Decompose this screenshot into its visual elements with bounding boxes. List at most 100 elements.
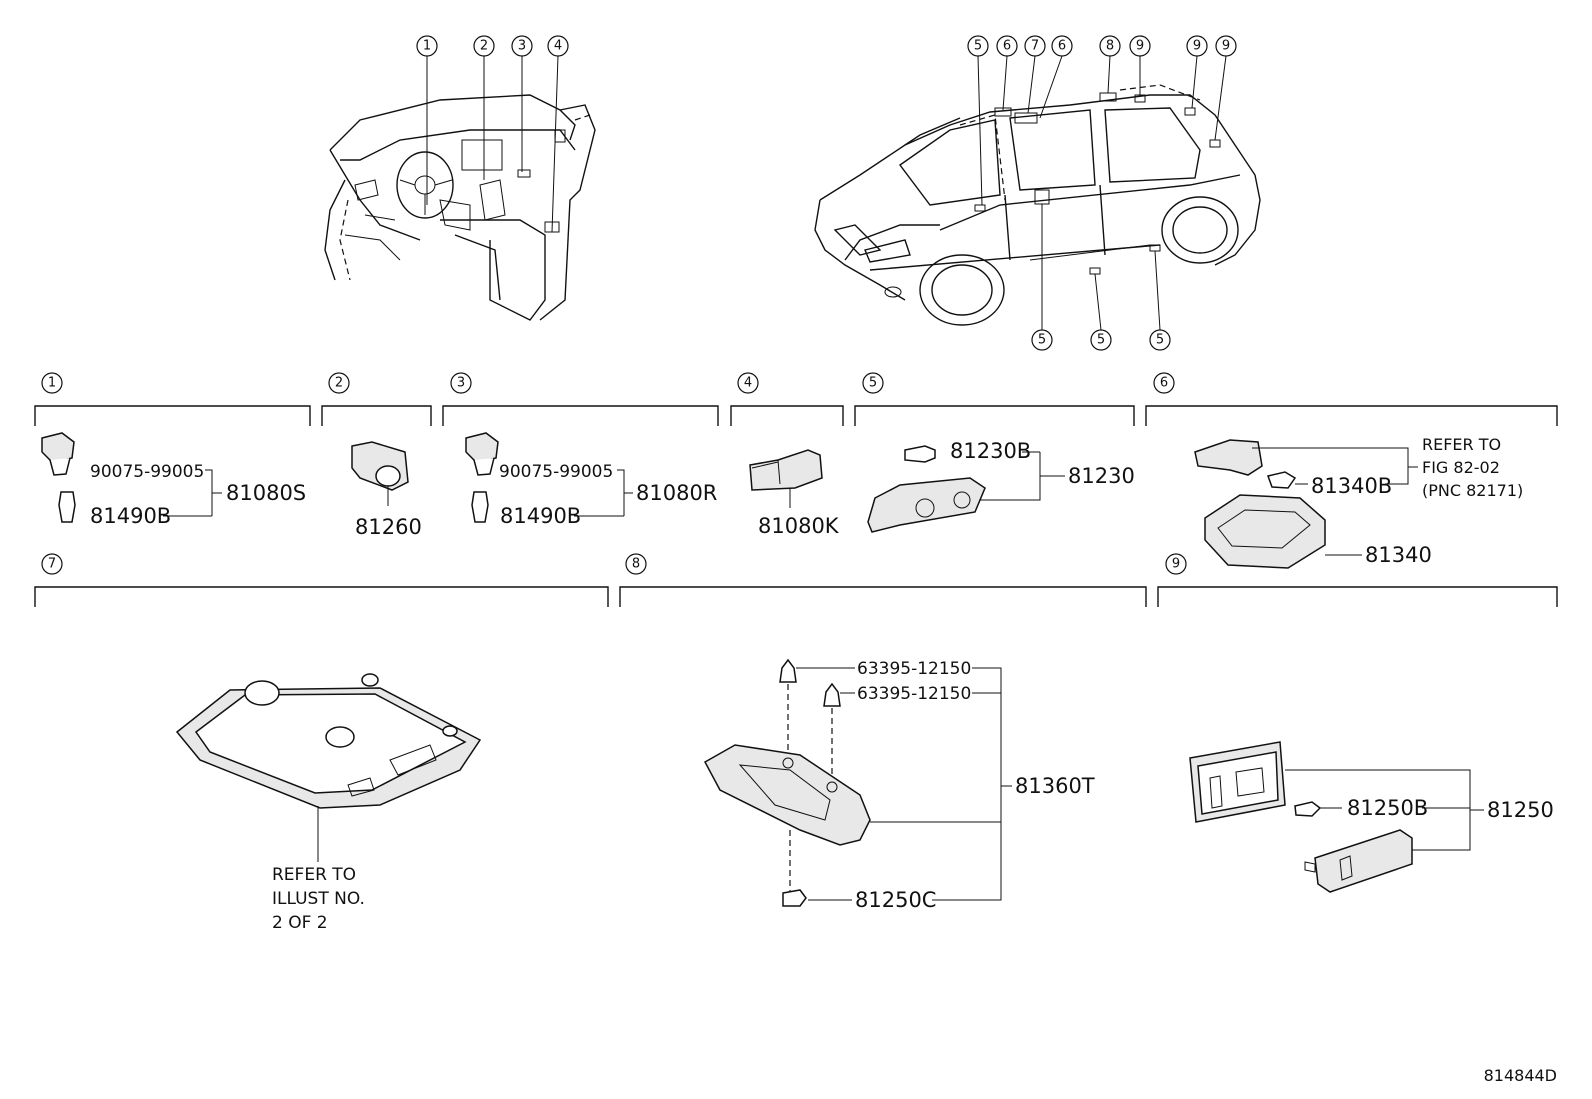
callout-circle: 2 bbox=[473, 35, 495, 57]
clip-icon bbox=[823, 682, 841, 707]
svg-text:6: 6 bbox=[1160, 376, 1168, 391]
section-number-8: 8 bbox=[625, 553, 647, 575]
courtesy-lamp-icon bbox=[867, 477, 986, 533]
section-3-parts: 90075-99005 81490B 81080R bbox=[465, 432, 717, 528]
section-1-parts: 90075-99005 81490B 81080S bbox=[41, 432, 306, 528]
vehicle-overview-illustration bbox=[814, 84, 1261, 326]
callout-number: 7 bbox=[1031, 39, 1039, 54]
callout-number: 9 bbox=[1193, 39, 1201, 54]
part-number-assembly: 81080S bbox=[226, 481, 306, 505]
callout-number: 5 bbox=[1038, 333, 1046, 348]
bulb-icon bbox=[58, 491, 76, 523]
callout-number: 1 bbox=[423, 39, 431, 54]
callout-circle: 8 bbox=[1099, 35, 1121, 57]
callout-circle: 1 bbox=[416, 35, 438, 57]
callout-circle: 3 bbox=[511, 35, 533, 57]
section-6-parts: 81340B REFER TO FIG 82-02 (PNC 82171) 81… bbox=[1194, 435, 1523, 569]
section-5-parts: 81230B 81230 bbox=[867, 439, 1135, 533]
section-headers-row-1: 1 2 3 4 5 6 bbox=[34, 372, 1558, 426]
section-8-parts: 63395-12150 63395-12150 81360T 81250C bbox=[703, 658, 1095, 912]
callout-circle: 6 bbox=[1051, 35, 1073, 57]
lens-cover-icon bbox=[1314, 829, 1413, 893]
map-lamp-icon bbox=[703, 744, 871, 846]
section-number-7: 7 bbox=[41, 553, 63, 575]
socket-screw-icon bbox=[41, 432, 75, 463]
refer-note-line-3: 2 OF 2 bbox=[272, 913, 328, 933]
part-number-bulb: 81340B bbox=[1311, 474, 1392, 498]
svg-text:8: 8 bbox=[632, 557, 640, 572]
section-4-parts: 81080K bbox=[749, 449, 840, 538]
callout-number: 6 bbox=[1003, 39, 1011, 54]
part-number-clip-1: 63395-12150 bbox=[857, 659, 971, 679]
callout-circle: 6 bbox=[996, 35, 1018, 57]
interior-callouts: 1 2 3 4 bbox=[416, 35, 569, 233]
callout-number: 4 bbox=[554, 39, 562, 54]
svg-text:5: 5 bbox=[869, 376, 877, 391]
part-number-clip-2: 63395-12150 bbox=[857, 684, 971, 704]
section-9-parts: 81250B 81250 bbox=[1189, 741, 1554, 893]
callout-number: 6 bbox=[1058, 39, 1066, 54]
section-number-3: 3 bbox=[450, 372, 472, 394]
callout-circle: 9 bbox=[1129, 35, 1151, 57]
bulb-icon bbox=[1267, 471, 1297, 489]
part-number-bulb: 81230B bbox=[950, 439, 1031, 463]
section-headers-row-2: 7 8 9 bbox=[34, 553, 1558, 607]
part-number: 81080K bbox=[758, 514, 840, 538]
socket-icon bbox=[1194, 439, 1263, 476]
part-number-screw: 90075-99005 bbox=[90, 462, 204, 482]
lamp-housing-icon bbox=[1204, 494, 1326, 569]
refer-note-line-1: REFER TO bbox=[272, 865, 356, 885]
part-number-bulb: 81490B bbox=[500, 504, 581, 528]
figure-number: 814844D bbox=[1484, 1066, 1557, 1085]
callout-circle: 4 bbox=[547, 35, 569, 57]
part-number-bulb: 81490B bbox=[90, 504, 171, 528]
svg-text:2: 2 bbox=[335, 376, 343, 391]
callout-circle: 5 bbox=[1031, 329, 1053, 351]
part-number-assembly: 81080R bbox=[636, 481, 717, 505]
part-number-assembly: 81340 bbox=[1365, 543, 1432, 567]
bulb-icon bbox=[782, 889, 807, 907]
switch-icon bbox=[749, 449, 823, 491]
section-7-parts: REFER TO ILLUST NO. 2 OF 2 bbox=[175, 673, 482, 933]
part-number-screw: 90075-99005 bbox=[499, 462, 613, 482]
callout-circle: 5 bbox=[967, 35, 989, 57]
bulb-icon bbox=[904, 445, 936, 463]
callout-number: 5 bbox=[1097, 333, 1105, 348]
callout-number: 5 bbox=[974, 39, 982, 54]
callout-number: 9 bbox=[1222, 39, 1230, 54]
part-number-assembly: 81360T bbox=[1015, 774, 1095, 798]
callout-circle: 5 bbox=[1149, 329, 1171, 351]
part-number-bulb: 81250C bbox=[855, 888, 936, 912]
section-number-4: 4 bbox=[737, 372, 759, 394]
bulb-icon bbox=[1294, 801, 1322, 817]
callout-circle: 9 bbox=[1215, 35, 1237, 57]
svg-text:3: 3 bbox=[457, 376, 465, 391]
clip-icon bbox=[779, 658, 797, 683]
vehicle-callouts: 5 6 7 6 8 9 9 9 5 5 5 bbox=[967, 35, 1237, 351]
refer-note-line-1: REFER TO bbox=[1422, 435, 1501, 454]
svg-text:1: 1 bbox=[48, 376, 56, 391]
bulb-icon bbox=[471, 491, 489, 523]
section-2-parts: 81260 bbox=[351, 441, 422, 539]
svg-text:4: 4 bbox=[744, 376, 752, 391]
callout-circle: 5 bbox=[1090, 329, 1112, 351]
section-number-6: 6 bbox=[1153, 372, 1175, 394]
socket-screw-icon bbox=[465, 432, 499, 463]
part-number: 81260 bbox=[355, 515, 422, 539]
interior-overview-illustration bbox=[324, 94, 596, 321]
section-number-1: 1 bbox=[41, 372, 63, 394]
callout-number: 3 bbox=[518, 39, 526, 54]
part-number-assembly: 81230 bbox=[1068, 464, 1135, 488]
callout-number: 5 bbox=[1156, 333, 1164, 348]
callout-number: 9 bbox=[1136, 39, 1144, 54]
svg-text:7: 7 bbox=[48, 557, 56, 572]
refer-note-line-2: FIG 82-02 bbox=[1422, 458, 1500, 477]
callout-number: 2 bbox=[480, 39, 488, 54]
callout-circle: 7 bbox=[1024, 35, 1046, 57]
section-number-2: 2 bbox=[328, 372, 350, 394]
refer-note-line-3: (PNC 82171) bbox=[1422, 481, 1523, 500]
refer-note-line-2: ILLUST NO. bbox=[272, 889, 365, 909]
callout-circle: 9 bbox=[1186, 35, 1208, 57]
section-number-9: 9 bbox=[1165, 553, 1187, 575]
